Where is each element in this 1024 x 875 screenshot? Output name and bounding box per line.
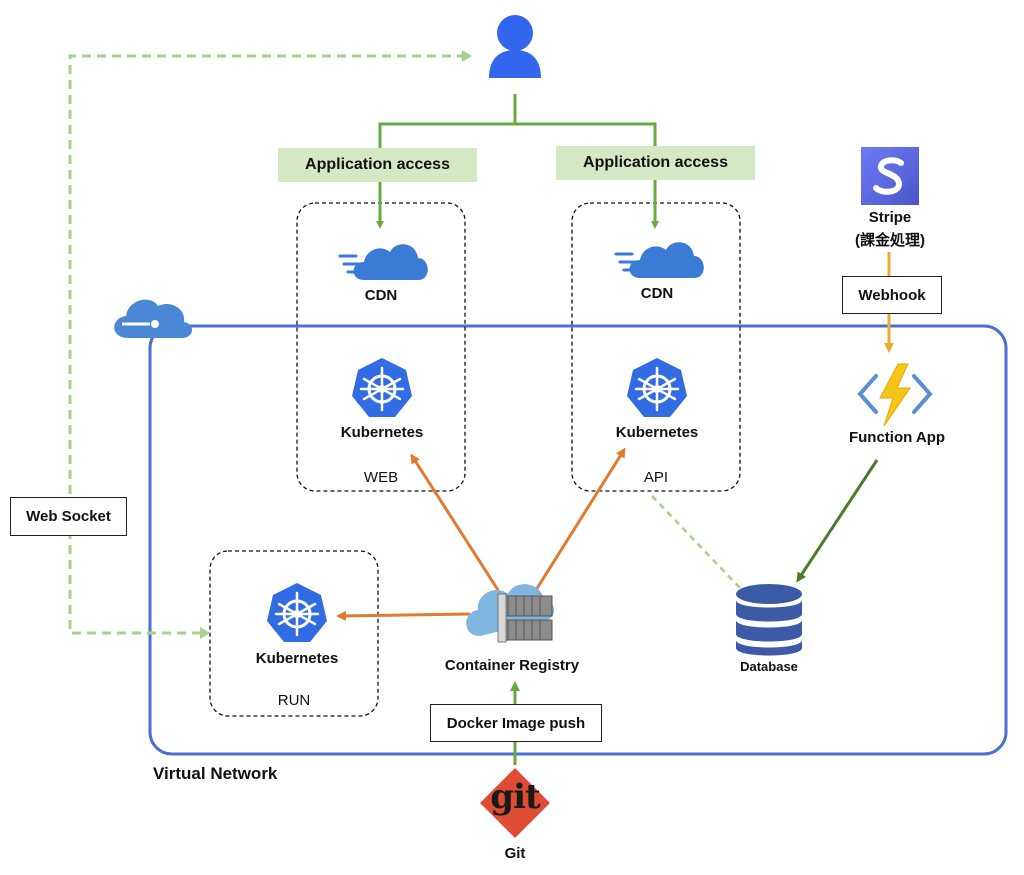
group-run-label: RUN bbox=[277, 692, 311, 709]
stripe-sublabel: (課金処理) bbox=[855, 232, 925, 249]
kubernetes-icon bbox=[627, 358, 687, 417]
database-icon bbox=[736, 584, 802, 656]
virtual-network-label: Virtual Network bbox=[153, 764, 278, 783]
websocket-arrow-head-top bbox=[462, 50, 472, 62]
kubernetes-icon bbox=[267, 583, 327, 642]
cdn-api-label: CDN bbox=[640, 285, 674, 302]
group-web-label: WEB bbox=[363, 469, 399, 486]
app-access-tag-right: Application access bbox=[556, 146, 755, 180]
api-to-database-link bbox=[651, 495, 741, 589]
kubernetes-run-label: Kubernetes bbox=[255, 650, 339, 667]
cdn-web-label: CDN bbox=[364, 287, 398, 304]
git-label: Git bbox=[504, 845, 526, 862]
group-web bbox=[296, 202, 466, 492]
group-run bbox=[209, 550, 379, 717]
docker-push-tag: Docker Image push bbox=[430, 704, 602, 742]
kubernetes-api-label: Kubernetes bbox=[615, 424, 699, 441]
webhook-tag: Webhook bbox=[842, 276, 942, 314]
git-logo-text: git bbox=[490, 777, 540, 817]
user-icon bbox=[489, 15, 541, 78]
stripe-label: Stripe bbox=[868, 209, 912, 226]
group-api-label: API bbox=[643, 469, 669, 486]
kubernetes-web-label: Kubernetes bbox=[340, 424, 424, 441]
virtual-network-boundary bbox=[148, 324, 1008, 756]
group-api bbox=[571, 202, 741, 492]
websocket-connector bbox=[68, 54, 466, 635]
cdn-icon bbox=[338, 244, 428, 280]
function-app-label: Function App bbox=[848, 429, 946, 446]
kubernetes-icon bbox=[352, 358, 412, 417]
web-socket-tag: Web Socket bbox=[10, 497, 127, 536]
container-registry-icon bbox=[466, 584, 555, 643]
function-to-database-arrow bbox=[796, 459, 879, 583]
function-app-icon bbox=[857, 363, 933, 427]
app-access-connector bbox=[376, 94, 659, 229]
virtual-network-cloud-icon bbox=[114, 299, 193, 338]
registry-deploy-arrows bbox=[336, 447, 626, 621]
stripe-icon bbox=[861, 147, 919, 205]
websocket-arrow-head-run bbox=[200, 627, 210, 639]
git-icon bbox=[480, 768, 550, 838]
database-label: Database bbox=[740, 659, 798, 674]
container-registry-label: Container Registry bbox=[444, 657, 580, 674]
cdn-icon bbox=[614, 242, 704, 278]
app-access-tag-left: Application access bbox=[278, 148, 477, 182]
